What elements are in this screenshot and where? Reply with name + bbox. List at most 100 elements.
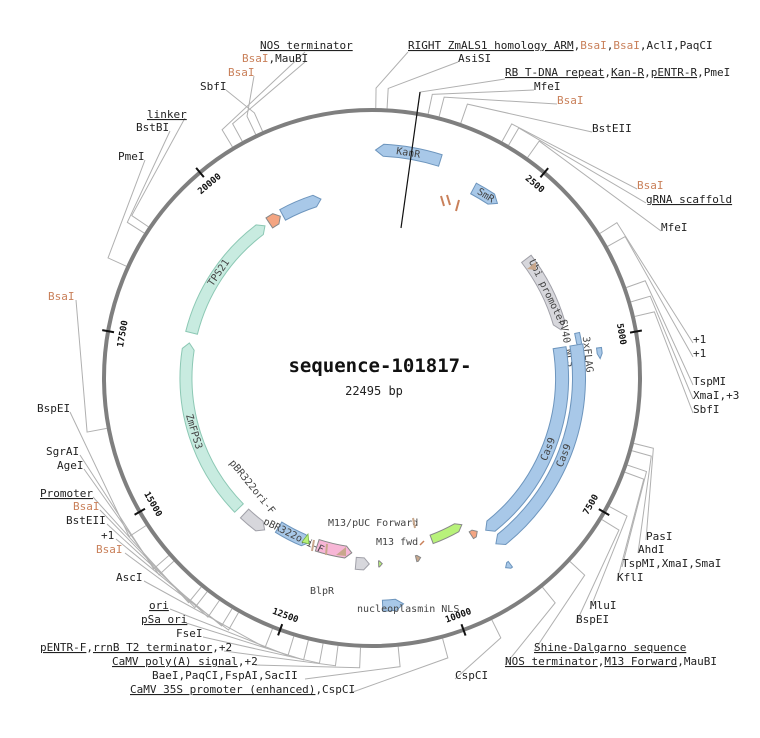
site-label-mlui[interactable]: MluI [590, 599, 617, 612]
feature-smr[interactable] [469, 182, 499, 205]
feature-cds-top[interactable] [279, 194, 322, 221]
center-title: sequence-101817- 22495 bp [288, 355, 471, 398]
site-label-camv-35s-promoter-enhanced-cspci[interactable]: CaMV 35S promoter (enhanced),CspCI [130, 683, 355, 696]
site-leader-line [504, 587, 556, 666]
feature-ubi-promoter[interactable] [520, 254, 566, 331]
site-label-bsteii[interactable]: BstEII [66, 514, 106, 527]
small-tick-2 [446, 194, 451, 206]
feature-3xflag[interactable] [595, 346, 603, 360]
site-label-bsai[interactable]: BsaI [637, 179, 664, 192]
tan-mark-4 [325, 543, 328, 556]
site-label-pentr-f-rrnb-t2-terminator-2[interactable]: pENTR-F,rrnB T2 terminator,+2 [40, 641, 232, 654]
site-label-camv-poly-a-signal-2[interactable]: CaMV poly(A) signal,+2 [112, 655, 258, 668]
tick-mark [195, 167, 205, 178]
feature-misc-small[interactable] [354, 556, 370, 571]
site-leader-line [221, 51, 306, 148]
origin-line [400, 91, 421, 229]
site-label-pmei[interactable]: PmeI [118, 150, 145, 163]
site-label-bsteii[interactable]: BstEII [592, 122, 632, 135]
feature-label-zmfps3: ZmFPS3 [183, 413, 204, 451]
site-label-agei[interactable]: AgeI [57, 459, 84, 472]
site-leader-line [304, 646, 401, 680]
site-label-bsai[interactable]: BsaI [557, 94, 584, 107]
site-label-shine-dalgarno-sequence[interactable]: Shine-Dalgarno sequence [534, 641, 686, 654]
small-tick-3 [455, 199, 460, 212]
site-label-fsei[interactable]: FseI [176, 627, 203, 640]
site-label-baei-paqci-fspai-sacii[interactable]: BaeI,PaqCI,FspAI,SacII [152, 669, 298, 682]
site-leader-line [169, 608, 295, 657]
site-label-1[interactable]: +1 [693, 347, 706, 360]
site-label-bsai-maubi[interactable]: BsaI,MauBI [242, 52, 308, 65]
site-label-nos-terminator[interactable]: NOS terminator [260, 39, 353, 52]
site-label-mfei[interactable]: MfeI [534, 80, 561, 93]
plasmid-name: sequence-101817- [288, 355, 471, 377]
feature-orange-small-2[interactable] [265, 213, 281, 229]
feature-kanr[interactable] [374, 143, 443, 167]
misc-marks-layer [301, 91, 536, 556]
site-leader-line [115, 538, 233, 627]
site-label-grna-scaffold[interactable]: gRNA scaffold [646, 193, 732, 206]
site-leader-line [99, 509, 208, 609]
site-label-ahdi[interactable]: AhdI [638, 543, 665, 556]
feature-m13-fwd[interactable] [429, 523, 463, 545]
feature-cas9-inner[interactable] [485, 346, 569, 532]
site-label-psa-ori[interactable]: pSa ori [141, 613, 187, 626]
site-label-rb-t-dna-repeat-kan-r-pentr-r-pmei[interactable]: RB T-DNA repeat,Kan-R,pENTR-R,PmeI [505, 66, 730, 79]
site-leader-line [231, 61, 306, 142]
site-leader-line [75, 299, 107, 433]
site-leader-line [630, 295, 694, 400]
feature-pbr322ori-f[interactable] [274, 521, 311, 547]
site-label-bsai[interactable]: BsaI [73, 500, 100, 513]
feature-label-pbr322ori-f: pBR322ori-F [261, 516, 325, 555]
site-label-asisi[interactable]: AsiSI [458, 52, 491, 65]
site-label-tspmi[interactable]: TspMI [693, 375, 726, 388]
site-label-pasi[interactable]: PasI [646, 530, 673, 543]
site-label-bspei[interactable]: BspEI [37, 402, 70, 415]
site-leader-line [607, 235, 694, 358]
site-label-ori[interactable]: ori [149, 599, 169, 612]
site-label-bsai[interactable]: BsaI [228, 66, 255, 79]
site-leader-line [589, 506, 628, 610]
site-label-cspci[interactable]: CspCI [455, 669, 488, 682]
site-leader-line [225, 89, 263, 132]
site-label-sbfi[interactable]: SbfI [200, 80, 227, 93]
site-label-promoter[interactable]: Promoter [40, 487, 93, 500]
site-label-bsai[interactable]: BsaI [96, 543, 123, 556]
nucleoplasmin-nls-text: nucleoplasmin NLS [357, 604, 459, 615]
site-label-sbfi[interactable]: SbfI [693, 403, 720, 416]
feature-cas9-outer[interactable] [495, 343, 586, 545]
site-label-bspei[interactable]: BspEI [576, 613, 609, 626]
green-mark [301, 532, 310, 545]
tick-label: 20000 [196, 172, 223, 197]
site-leader-line [599, 221, 694, 344]
feature-tan-marker-1[interactable] [414, 554, 422, 563]
site-leader-line [223, 645, 339, 667]
site-label-nos-terminator-m13-forward-maubi[interactable]: NOS terminator,M13 Forward,MauBI [505, 655, 717, 668]
site-leader-line [631, 450, 652, 554]
tick-label: 2500 [523, 174, 546, 196]
site-leader-line [575, 519, 620, 624]
feature-nucleoplasmin-nls[interactable] [505, 560, 514, 569]
site-label-sgrai[interactable]: SgrAI [46, 445, 79, 458]
plasmid-length: 22495 bp [345, 384, 403, 398]
site-label-1[interactable]: +1 [101, 529, 114, 542]
site-label-kfli[interactable]: KflI [617, 571, 644, 584]
site-leader-line [79, 454, 170, 570]
feature-orange-small-1[interactable] [468, 529, 478, 540]
feature-zmfps3[interactable] [179, 342, 244, 513]
feature-blpr[interactable] [381, 598, 405, 612]
site-leader-line [508, 127, 647, 204]
site-leader-line [375, 51, 409, 109]
site-label-mfei[interactable]: MfeI [661, 221, 688, 234]
feature-green-small[interactable] [377, 560, 383, 568]
site-label-xmai-3[interactable]: XmaI,+3 [693, 389, 739, 402]
site-label-tspmi-xmai-smai[interactable]: TspMI,XmaI,SmaI [622, 557, 721, 570]
site-label-1[interactable]: +1 [693, 333, 706, 346]
site-label-linker[interactable]: linker [147, 108, 187, 121]
feature-tps21[interactable] [185, 224, 266, 335]
feature-misc-gray[interactable] [239, 508, 266, 532]
site-label-bstbi[interactable]: BstBI [136, 121, 169, 134]
site-label-bsai[interactable]: BsaI [48, 290, 75, 303]
site-label-right-zmals1-homology-arm-bsai-bsai-acli-paqci[interactable]: RIGHT ZmALS1 homology ARM,BsaI,BsaI,AclI… [408, 39, 713, 52]
site-label-asci[interactable]: AscI [116, 571, 143, 584]
